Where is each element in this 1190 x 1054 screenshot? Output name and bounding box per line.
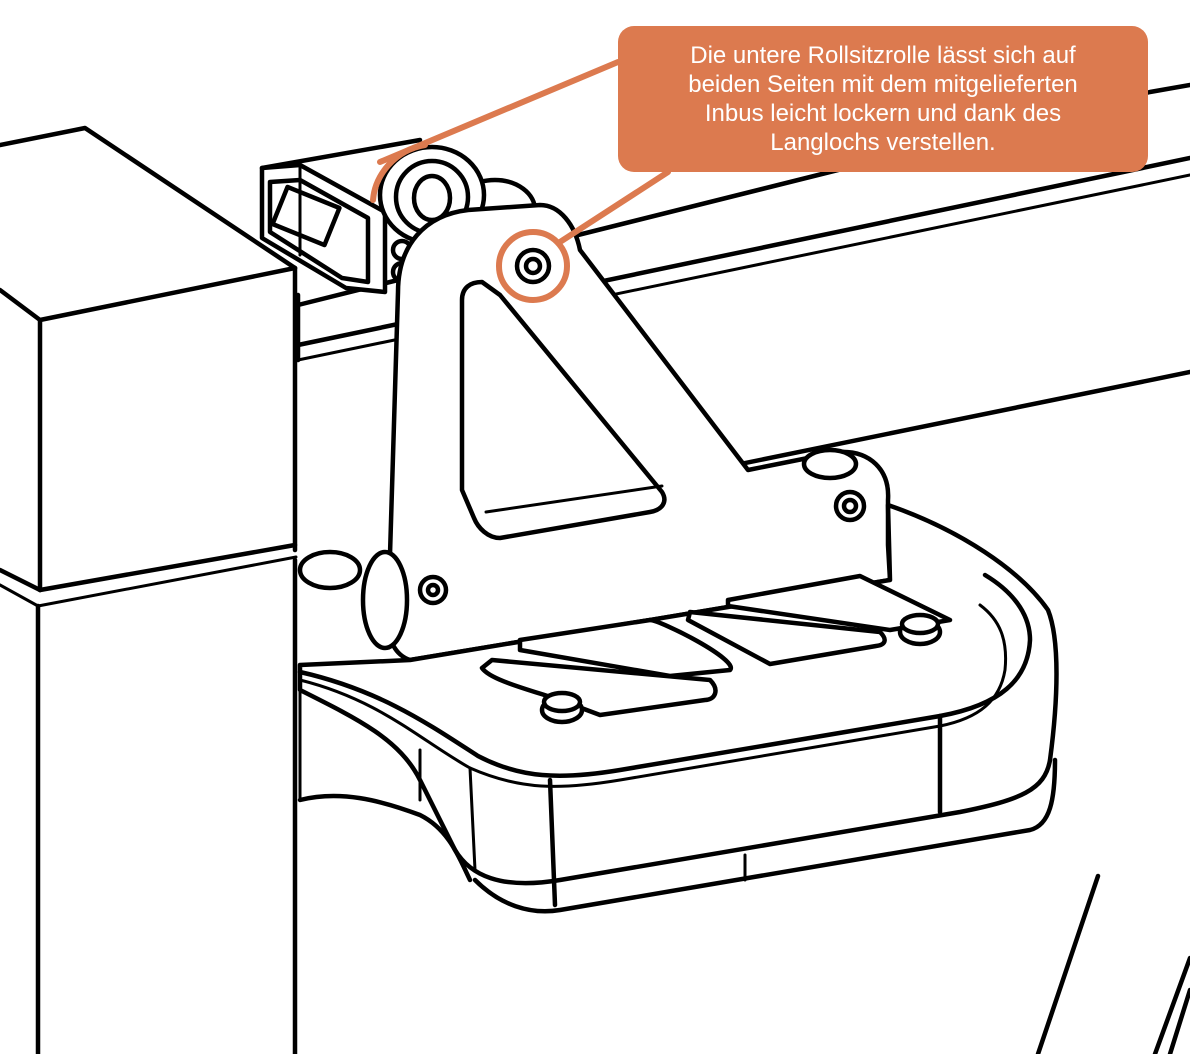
callout-box: Die untere Rollsitzrolle lässt sich auf … bbox=[618, 26, 1148, 172]
lower-roller bbox=[297, 447, 859, 651]
seat-cutouts bbox=[479, 573, 953, 725]
callout-text: Die untere Rollsitzrolle lässt sich auf … bbox=[688, 42, 1078, 156]
frame-legs bbox=[1035, 873, 1190, 1054]
left-beam bbox=[0, 125, 298, 1054]
carriage-plate bbox=[385, 202, 893, 663]
callout-highlights bbox=[370, 59, 671, 303]
rear-clamp bbox=[259, 137, 423, 295]
